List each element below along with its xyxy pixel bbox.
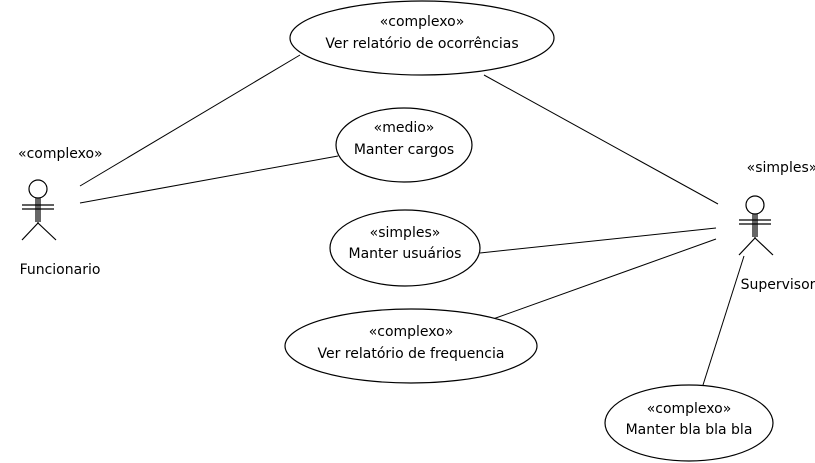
use-case-stereotype: «complexo» (380, 14, 465, 30)
use-case-label: Ver relatório de frequencia (318, 346, 505, 362)
association-supervisor-manter-bla (702, 255, 745, 386)
use-case-ver-relatorio-ocorrencias[interactable]: «complexo» Ver relatório de ocorrências (289, 0, 555, 76)
association-supervisor-ver-relatorio-ocorrencias (483, 74, 719, 205)
actor-label: Supervisor (741, 277, 815, 293)
use-case-manter-usuarios[interactable]: «simples» Manter usuários (329, 209, 481, 287)
actor-funcionario[interactable]: «complexo» Funcionario (18, 146, 103, 278)
actor-supervisor[interactable]: «simples» Supervisor (738, 160, 815, 293)
use-case-label: Ver relatório de ocorrências (325, 36, 518, 52)
actor-label: Funcionario (20, 262, 101, 278)
use-case-ver-relatorio-frequencia[interactable]: «complexo» Ver relatório de frequencia (284, 308, 538, 384)
use-case-stereotype: «simples» (370, 225, 441, 241)
stick-figure-icon (738, 195, 774, 256)
use-case-label: Manter usuários (349, 246, 462, 262)
use-case-stereotype: «complexo» (647, 401, 732, 417)
use-case-manter-bla[interactable]: «complexo» Manter bla bla bla (604, 384, 774, 462)
use-case-stereotype: «complexo» (369, 324, 454, 340)
association-funcionario-ver-relatorio-ocorrencias (79, 54, 301, 187)
use-case-label: Manter cargos (354, 142, 454, 158)
association-funcionario-manter-cargos (79, 155, 339, 204)
actor-stereotype: «complexo» (18, 146, 103, 162)
association-supervisor-manter-usuarios (479, 227, 717, 254)
stick-figure-icon (21, 179, 57, 241)
actor-stereotype: «simples» (747, 160, 815, 176)
use-case-label: Manter bla bla bla (626, 422, 753, 438)
use-case-manter-cargos[interactable]: «medio» Manter cargos (335, 107, 473, 183)
use-case-stereotype: «medio» (374, 120, 435, 136)
association-supervisor-ver-relatorio-frequencia (492, 238, 717, 320)
